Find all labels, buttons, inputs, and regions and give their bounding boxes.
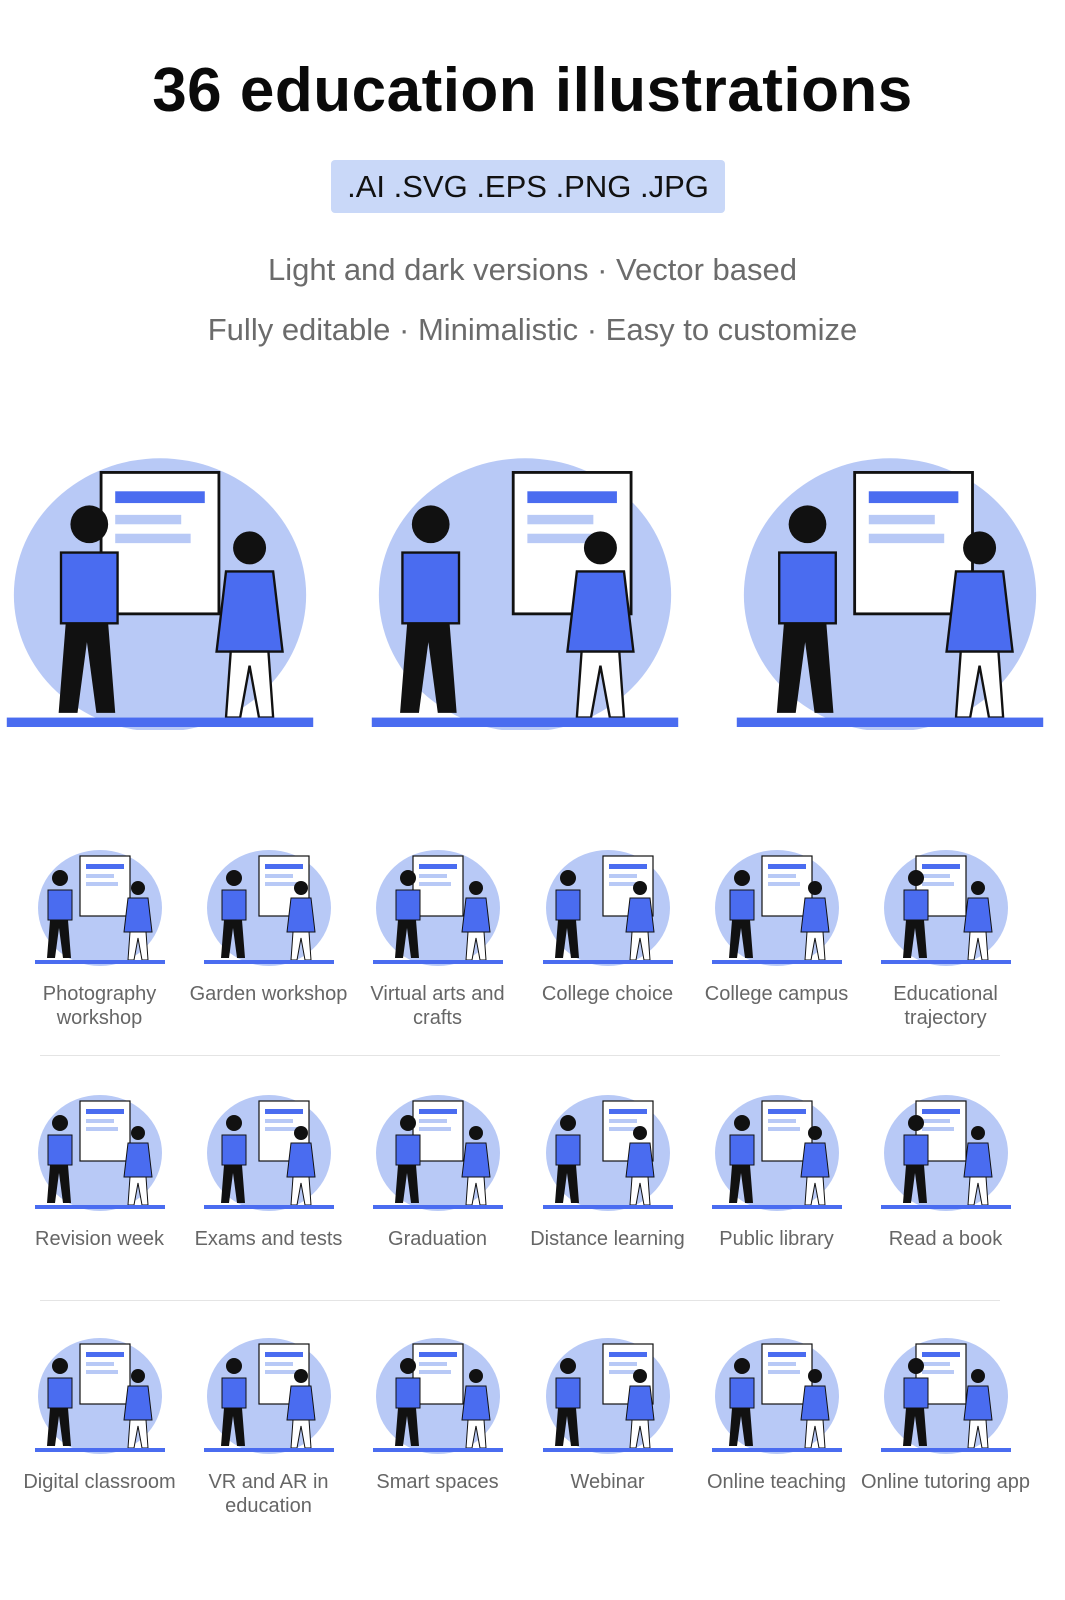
illustration-card: Graduation bbox=[353, 1083, 522, 1251]
illustration-label: Revision week bbox=[35, 1228, 164, 1250]
illustration-card: Online teaching bbox=[692, 1326, 861, 1494]
illustration-icon bbox=[6, 458, 314, 732]
illustration-card: Smart spaces bbox=[353, 1326, 522, 1494]
illustration-label: Educational trajectory bbox=[893, 983, 998, 1029]
illustration-icon bbox=[711, 850, 842, 966]
illustration-icon bbox=[880, 1095, 1011, 1211]
illustration-label: Graduation bbox=[388, 1228, 487, 1250]
illustration-icon bbox=[711, 1095, 842, 1211]
illustration-icon bbox=[372, 1095, 503, 1211]
illustration-card: Read a book bbox=[861, 1083, 1030, 1251]
illustration-card: Public library bbox=[692, 1083, 861, 1251]
featured-illustration-reading-book bbox=[360, 430, 690, 732]
illustration-card: Digital classroom bbox=[15, 1326, 184, 1494]
page-title: 36 education illustrations bbox=[152, 56, 913, 125]
featured-illustration-teacher-presentation bbox=[0, 430, 325, 732]
illustration-icon bbox=[542, 1338, 673, 1454]
row-divider bbox=[40, 1055, 1000, 1056]
illustration-icon bbox=[34, 1095, 165, 1211]
illustration-icon bbox=[34, 850, 165, 966]
illustration-card: Distance learning bbox=[523, 1083, 692, 1251]
illustration-icon bbox=[371, 458, 679, 732]
illustration-label: Public library bbox=[719, 1228, 834, 1250]
illustration-icon bbox=[711, 1338, 842, 1454]
illustration-card: College campus bbox=[692, 838, 861, 1006]
row-divider bbox=[40, 1300, 1000, 1301]
illustration-card: Virtual arts and crafts bbox=[353, 838, 522, 1030]
illustration-label: College choice bbox=[541, 983, 674, 1005]
illustration-card: College choice bbox=[523, 838, 692, 1006]
illustration-card: Educational trajectory bbox=[861, 838, 1030, 1030]
illustration-label: Exams and tests bbox=[194, 1228, 343, 1250]
illustration-label: College campus bbox=[704, 983, 849, 1005]
illustration-icon bbox=[203, 1095, 334, 1211]
illustration-icon bbox=[880, 850, 1011, 966]
illustration-icon bbox=[203, 850, 334, 966]
illustration-icon bbox=[372, 1338, 503, 1454]
illustration-icon bbox=[203, 1338, 334, 1454]
illustration-label: Webinar bbox=[570, 1471, 645, 1493]
illustration-card: VR and AR in education bbox=[184, 1326, 353, 1518]
illustration-label: Read a book bbox=[888, 1228, 1003, 1250]
illustration-label: Photography workshop bbox=[42, 983, 157, 1029]
illustration-label: Digital classroom bbox=[23, 1471, 176, 1493]
features-line-2: Fully editable · Minimalistic · Easy to … bbox=[207, 312, 858, 347]
illustration-icon bbox=[542, 1095, 673, 1211]
illustration-card: Exams and tests bbox=[184, 1083, 353, 1251]
illustration-label: Online tutoring app bbox=[861, 1471, 1031, 1493]
illustration-icon bbox=[880, 1338, 1011, 1454]
illustration-card: Revision week bbox=[15, 1083, 184, 1251]
illustration-label: Virtual arts and crafts bbox=[370, 983, 505, 1029]
illustration-label: Garden workshop bbox=[189, 983, 348, 1005]
features-line-1: Light and dark versions · Vector based bbox=[267, 252, 798, 287]
illustration-card: Garden workshop bbox=[184, 838, 353, 1006]
featured-illustration-online-lesson bbox=[725, 430, 1055, 732]
illustration-icon bbox=[372, 850, 503, 966]
illustration-icon bbox=[542, 850, 673, 966]
illustration-label: Smart spaces bbox=[376, 1471, 499, 1493]
formats-badge: .AI .SVG .EPS .PNG .JPG bbox=[331, 160, 725, 213]
illustration-card: Online tutoring app bbox=[861, 1326, 1030, 1494]
illustration-icon bbox=[736, 458, 1044, 732]
illustration-label: Online teaching bbox=[707, 1471, 846, 1493]
illustration-card: Photography workshop bbox=[15, 838, 184, 1030]
illustration-card: Webinar bbox=[523, 1326, 692, 1494]
illustration-label: VR and AR in education bbox=[208, 1471, 329, 1517]
illustration-label: Distance learning bbox=[530, 1228, 685, 1250]
illustration-icon bbox=[34, 1338, 165, 1454]
